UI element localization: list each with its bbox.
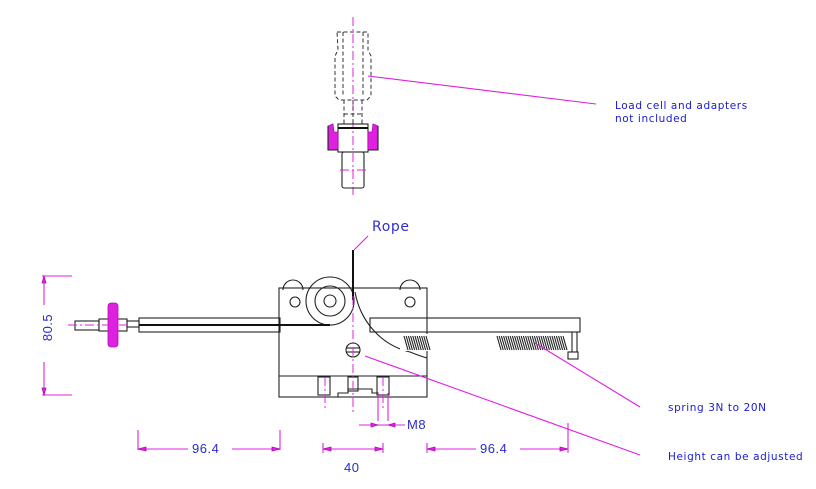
dimension-lines <box>41 274 569 453</box>
clamp-jaw-left <box>327 123 339 151</box>
spring-coil <box>547 335 553 351</box>
main-assembly <box>68 235 641 456</box>
spring-coil <box>520 335 526 351</box>
spring-coil <box>536 335 542 351</box>
spring-coil <box>496 335 502 351</box>
spring-coil <box>421 335 427 351</box>
spring-hook <box>567 351 579 360</box>
height-note: Height can be adjusted <box>668 451 804 463</box>
spring-coil <box>527 335 533 351</box>
spring-coil <box>403 335 409 351</box>
spring-coil <box>418 335 424 351</box>
height-leader <box>364 355 641 456</box>
spring-coil <box>414 335 420 351</box>
mount-hole-right <box>404 296 416 308</box>
dim-thread-m8: M8 <box>405 417 429 432</box>
pulley <box>305 276 355 326</box>
dim-left-96-4: 96.4 <box>190 441 222 456</box>
clamp-jaw-right <box>367 123 379 151</box>
spring-coil <box>544 335 550 351</box>
right-arm <box>369 317 581 333</box>
spring-coil <box>416 335 422 351</box>
spring-coil <box>505 335 511 351</box>
load-cell-note-line2: not included <box>615 113 688 125</box>
load-cell-adapter <box>327 17 597 195</box>
spring-coil <box>503 335 509 351</box>
spring-coil <box>558 335 564 351</box>
dim-right-96-4: 96.4 <box>478 441 510 456</box>
spring-coil <box>533 335 539 351</box>
spring-coil <box>562 335 568 351</box>
spring-left <box>400 334 431 351</box>
cam-profile <box>354 291 428 359</box>
spring-coil <box>412 335 418 351</box>
spring-coil <box>525 335 531 351</box>
spring-coil <box>514 335 520 351</box>
spring-coil <box>555 335 561 351</box>
spring-coil <box>549 335 555 351</box>
spring-coil <box>407 335 413 351</box>
spring-coil <box>423 335 429 351</box>
base-bolt-left <box>317 376 331 396</box>
spring-coil <box>529 335 535 351</box>
load-cell-outline <box>334 31 372 101</box>
spring-right <box>496 335 568 351</box>
spring-coil <box>522 335 528 351</box>
rope-label: Rope <box>372 219 410 235</box>
spring-coil <box>507 335 513 351</box>
spring-coil <box>531 335 537 351</box>
spring-coil <box>511 335 517 351</box>
spring-coil <box>560 335 566 351</box>
spring-coil <box>500 335 506 351</box>
spring-coil <box>498 335 504 351</box>
spring-coil <box>542 335 548 351</box>
spring-coil <box>551 335 557 351</box>
dim-height-80-5: 80.5 <box>40 311 56 344</box>
spring-coil <box>425 335 431 351</box>
spring-leader <box>534 342 641 408</box>
spring-coil <box>516 335 522 351</box>
spring-coil <box>410 335 416 351</box>
load-cell-note-line1: Load cell and adapters <box>615 100 748 112</box>
dim-center-40: 40 <box>342 460 362 475</box>
spring-coil <box>553 335 559 351</box>
mount-hole-left <box>289 296 301 308</box>
spring-note: spring 3N to 20N <box>668 402 767 414</box>
rope-leader <box>353 235 369 251</box>
spring-coil <box>518 335 524 351</box>
spring-coil <box>509 335 515 351</box>
spring-coil <box>405 335 411 351</box>
load-cell-leader <box>367 75 597 105</box>
spring-coil <box>540 335 546 351</box>
